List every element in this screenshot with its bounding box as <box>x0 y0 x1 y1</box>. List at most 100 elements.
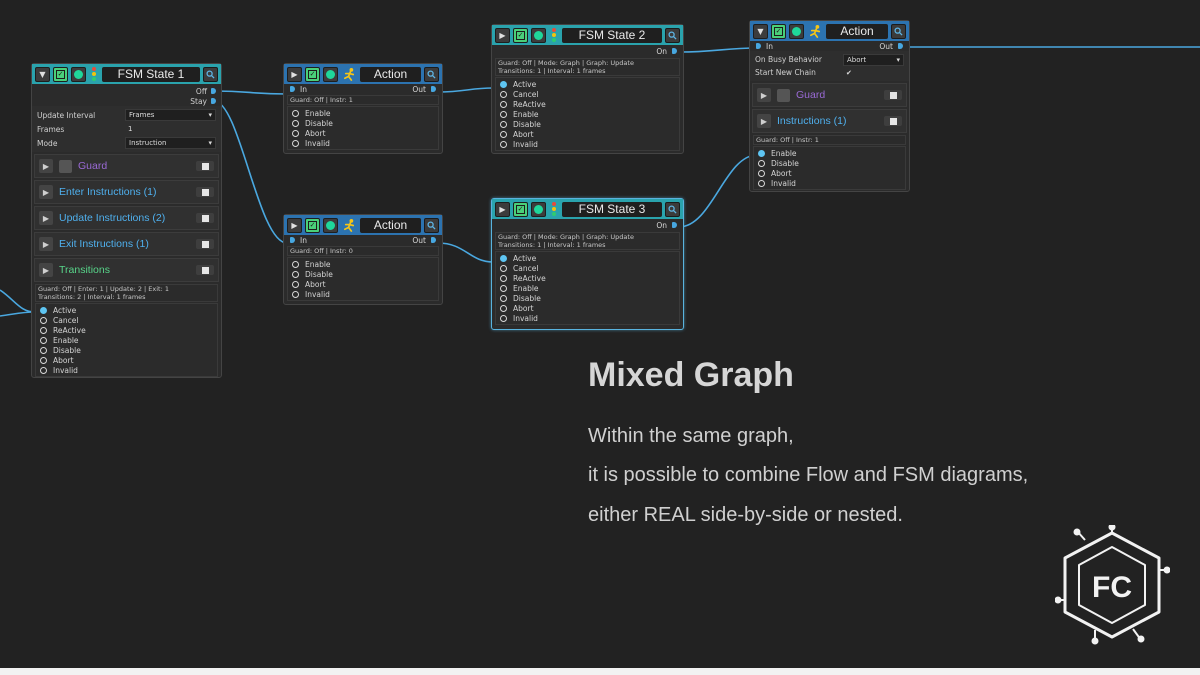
radio-icon[interactable] <box>40 326 47 334</box>
radio-icon[interactable] <box>500 314 507 322</box>
check-icon[interactable]: ✓ <box>771 23 786 39</box>
expand-icon[interactable]: ▶ <box>495 27 510 43</box>
radio-icon[interactable] <box>500 304 507 312</box>
clipboard-icon[interactable] <box>196 187 214 197</box>
state-option[interactable]: Disable <box>40 345 213 355</box>
state-option[interactable]: Invalid <box>758 178 901 188</box>
input-port[interactable]: In <box>290 236 307 245</box>
radio-icon[interactable] <box>40 356 47 364</box>
state-option[interactable]: Cancel <box>500 89 675 99</box>
state-option[interactable]: Abort <box>500 129 675 139</box>
radio-icon[interactable] <box>40 316 47 324</box>
state-option[interactable]: ReActive <box>40 325 213 335</box>
radio-icon[interactable] <box>292 109 299 117</box>
radio-icon[interactable] <box>500 110 507 118</box>
state-option[interactable]: Disable <box>500 293 675 303</box>
state-option[interactable]: Invalid <box>500 313 675 323</box>
check-icon[interactable]: ✓ <box>305 66 320 82</box>
state-option[interactable]: Invalid <box>500 139 675 149</box>
radio-icon[interactable] <box>500 80 507 88</box>
radio-icon[interactable] <box>500 254 507 262</box>
clipboard-icon[interactable] <box>196 265 214 275</box>
update-instructions-section[interactable]: ▶Update Instructions (2) <box>34 206 219 230</box>
state-option[interactable]: Abort <box>292 128 434 138</box>
clipboard-icon[interactable] <box>196 239 214 249</box>
play-icon[interactable]: ▶ <box>39 237 53 251</box>
radio-icon[interactable] <box>500 100 507 108</box>
state-option[interactable]: Abort <box>500 303 675 313</box>
input-port[interactable]: In <box>290 85 307 94</box>
output-port-off[interactable]: Off <box>196 86 216 96</box>
radio-icon[interactable] <box>292 139 299 147</box>
search-icon[interactable] <box>665 201 680 217</box>
state-option[interactable]: Disable <box>292 118 434 128</box>
state-option[interactable]: Enable <box>292 108 434 118</box>
state-option[interactable]: Active <box>500 253 675 263</box>
search-icon[interactable] <box>665 27 680 43</box>
instructions-section[interactable]: ▶Instructions (1) <box>752 109 907 133</box>
radio-icon[interactable] <box>500 130 507 138</box>
fsm-state-2-node[interactable]: ▶ ✓ FSM State 2 On Guard: Off | Mode: Gr… <box>491 24 684 154</box>
state-option[interactable]: Enable <box>292 259 434 269</box>
search-icon[interactable] <box>424 217 439 233</box>
radio-icon[interactable] <box>292 270 299 278</box>
check-icon[interactable]: ✓ <box>53 66 68 82</box>
check-icon[interactable]: ✓ <box>513 201 528 217</box>
play-icon[interactable]: ▶ <box>39 159 53 173</box>
radio-icon[interactable] <box>292 280 299 288</box>
fsm-state-1-header[interactable]: ▼ ✓ FSM State 1 <box>32 64 221 84</box>
play-icon[interactable]: ▶ <box>757 88 771 102</box>
expand-icon[interactable]: ▶ <box>287 217 302 233</box>
state-option[interactable]: Enable <box>40 335 213 345</box>
action-2-header[interactable]: ▶ ✓ Action <box>284 215 442 235</box>
start-new-chain-field[interactable]: Start New Chain✔ <box>750 66 909 79</box>
search-icon[interactable] <box>203 66 218 82</box>
radio-icon[interactable] <box>500 274 507 282</box>
output-port-on[interactable]: On <box>656 221 677 230</box>
action-2-node[interactable]: ▶ ✓ Action In Out Guard: Off | Instr: 0 … <box>283 214 443 305</box>
input-port[interactable]: In <box>756 42 773 51</box>
radio-icon[interactable] <box>292 260 299 268</box>
play-icon[interactable]: ▶ <box>39 263 53 277</box>
search-icon[interactable] <box>891 23 906 39</box>
action-3-header[interactable]: ▼ ✓ Action <box>750 21 909 41</box>
radio-icon[interactable] <box>500 284 507 292</box>
fsm-state-1-node[interactable]: ▼ ✓ FSM State 1 Off Stay Update Interval… <box>31 63 222 378</box>
state-option[interactable]: Abort <box>758 168 901 178</box>
state-option[interactable]: Active <box>500 79 675 89</box>
radio-icon[interactable] <box>500 120 507 128</box>
radio-icon[interactable] <box>500 90 507 98</box>
search-icon[interactable] <box>424 66 439 82</box>
radio-icon[interactable] <box>292 129 299 137</box>
enter-instructions-section[interactable]: ▶Enter Instructions (1) <box>34 180 219 204</box>
action-1-node[interactable]: ▶ ✓ Action In Out Guard: Off | Instr: 1 … <box>283 63 443 154</box>
action-1-header[interactable]: ▶ ✓ Action <box>284 64 442 84</box>
clipboard-icon[interactable] <box>884 90 902 100</box>
radio-icon[interactable] <box>758 179 765 187</box>
radio-icon[interactable] <box>40 346 47 354</box>
radio-icon[interactable] <box>500 140 507 148</box>
output-port[interactable]: Out <box>412 85 436 94</box>
state-option[interactable]: Cancel <box>40 315 213 325</box>
radio-icon[interactable] <box>292 119 299 127</box>
fsm-state-2-header[interactable]: ▶ ✓ FSM State 2 <box>492 25 683 45</box>
radio-icon[interactable] <box>758 149 765 157</box>
state-option[interactable]: Disable <box>758 158 901 168</box>
state-option[interactable]: Disable <box>500 119 675 129</box>
play-icon[interactable]: ▶ <box>757 114 771 128</box>
expand-icon[interactable]: ▶ <box>495 201 510 217</box>
collapse-icon[interactable]: ▼ <box>753 23 768 39</box>
radio-icon[interactable] <box>758 159 765 167</box>
radio-icon[interactable] <box>500 294 507 302</box>
radio-icon[interactable] <box>292 290 299 298</box>
guard-section[interactable]: ▶Guard <box>34 154 219 178</box>
state-option[interactable]: Enable <box>758 148 901 158</box>
play-icon[interactable]: ▶ <box>39 211 53 225</box>
clipboard-icon[interactable] <box>196 161 214 171</box>
fsm-state-3-node[interactable]: ▶ ✓ FSM State 3 On Guard: Off | Mode: Gr… <box>491 198 684 330</box>
output-port[interactable]: Out <box>879 42 903 51</box>
collapse-icon[interactable]: ▼ <box>35 66 50 82</box>
